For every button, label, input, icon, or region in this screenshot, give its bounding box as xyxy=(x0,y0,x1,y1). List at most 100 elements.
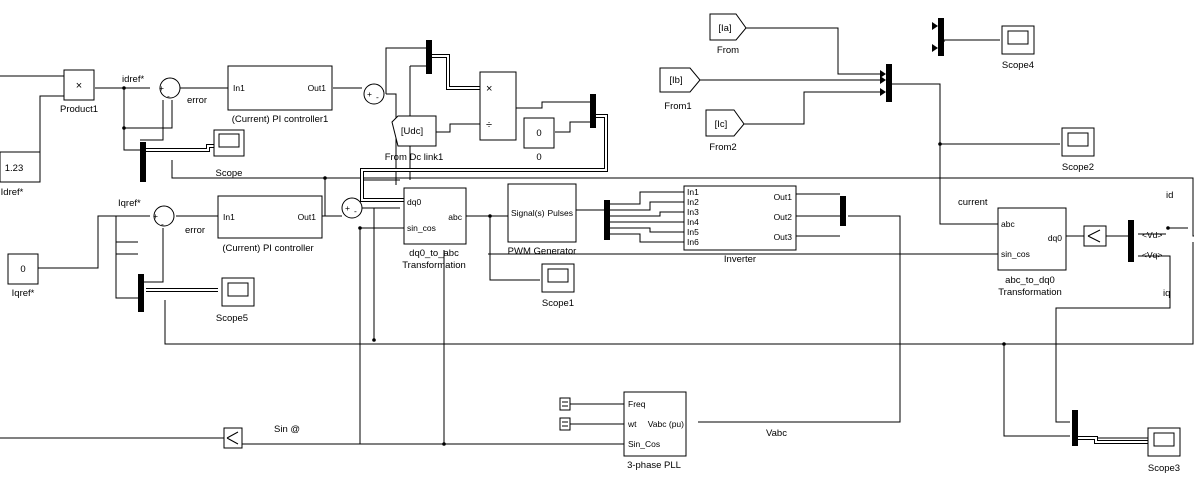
terminator-freq[interactable] xyxy=(559,397,571,411)
scope2-screen-icon xyxy=(1067,132,1089,147)
mux-scope3[interactable] xyxy=(1072,410,1078,446)
from-ia-label: From xyxy=(717,45,739,56)
sum-d-minus: - xyxy=(167,91,170,101)
sum-top-minus: - xyxy=(376,92,379,102)
product-symbol: × xyxy=(76,80,82,92)
pwm-out-port: Pulses xyxy=(547,208,573,218)
mux-scope5[interactable] xyxy=(138,274,144,312)
scope5-block[interactable]: Scope5 xyxy=(216,277,255,324)
selector-icon xyxy=(226,431,239,445)
from-ic-block[interactable]: [Ic] From2 xyxy=(705,109,745,153)
demux-pwm[interactable] xyxy=(604,200,610,240)
sum-block-dq[interactable]: + - xyxy=(341,197,363,219)
from-ib-block[interactable]: [Ib] From1 xyxy=(659,67,701,112)
product1-block[interactable]: × Product1 xyxy=(60,69,98,115)
scope4-input-arrows xyxy=(932,22,938,52)
scope4-block[interactable]: Scope4 xyxy=(1001,25,1035,71)
bus-selector-out1: <Vd> xyxy=(1142,230,1162,240)
pi1-out-port: Out1 xyxy=(308,83,327,93)
pwm-generator-block[interactable]: Signal(s) Pulses PWM Generator xyxy=(507,183,577,257)
sum-top-plus: + xyxy=(367,89,372,99)
mux-currents[interactable] xyxy=(886,64,892,102)
from-ib-label: From1 xyxy=(664,101,691,112)
abcdq0-label2: Transformation xyxy=(998,287,1062,298)
pll-out3: Sin_Cos xyxy=(628,439,660,449)
iq-signal-label: iq xyxy=(1163,288,1170,299)
pwm-to-inverter-wires xyxy=(610,191,684,243)
dq0abc-out: abc xyxy=(448,212,462,222)
sin-theta-label: Sin @ xyxy=(274,424,300,435)
mux-scope4[interactable] xyxy=(938,18,944,56)
idref-constant-label: Idref* xyxy=(1,187,24,198)
scope1-block[interactable]: Scope1 xyxy=(541,263,575,309)
mux-scope[interactable] xyxy=(140,142,146,182)
sum-q-plus: + xyxy=(153,211,158,221)
sum-q-minus: - xyxy=(161,219,164,229)
abcdq0-label1: abc_to_dq0 xyxy=(1005,275,1055,286)
abcdq0-in1: abc xyxy=(1001,219,1015,229)
vabc-signal-label: Vabc xyxy=(766,428,787,439)
divide-block[interactable]: × ÷ xyxy=(479,71,517,141)
error-bottom-label: error xyxy=(185,225,205,236)
pi1-in-port: In1 xyxy=(233,83,245,93)
idref-constant-block[interactable]: 1.23 Idref* xyxy=(0,151,41,198)
inverter-in3: In3 xyxy=(687,207,699,217)
pi1-label: (Current) PI controller1 xyxy=(232,114,329,125)
selector-icon xyxy=(1087,229,1101,243)
pi-controller-block[interactable]: In1 Out1 (Current) PI controller xyxy=(217,195,323,254)
bus-selector[interactable] xyxy=(1128,220,1134,262)
sum-dq-plus: + xyxy=(345,203,350,213)
dq0-to-abc-block[interactable]: dq0 sin_cos abc dq0_to_abc Transformatio… xyxy=(402,187,467,271)
scope1-screen-icon xyxy=(547,268,569,283)
scope3-screen-icon xyxy=(1153,432,1175,447)
scope3-label: Scope3 xyxy=(1148,463,1180,474)
signal-selector-block[interactable] xyxy=(1083,225,1107,247)
abcdq0-out: dq0 xyxy=(1048,233,1062,243)
iqref-signal-label: Iqref* xyxy=(118,198,141,209)
scope-block[interactable]: Scope xyxy=(213,129,245,179)
scope5-screen-icon xyxy=(227,282,249,297)
mux-top[interactable] xyxy=(426,40,432,74)
current-mux-arrows xyxy=(880,70,886,96)
terminator-icon xyxy=(562,401,568,407)
idref-constant-value: 1.23 xyxy=(5,163,24,174)
scope2-block[interactable]: Scope2 xyxy=(1061,127,1095,173)
pi-controller1-block[interactable]: In1 Out1 (Current) PI controller1 xyxy=(227,65,333,125)
bus-lines xyxy=(146,54,1150,444)
inverter-in6: In6 xyxy=(687,237,699,247)
pi-label: (Current) PI controller xyxy=(222,243,313,254)
sum-block-q[interactable]: + - xyxy=(153,205,175,229)
idref-signal-label: idref* xyxy=(122,74,144,85)
abcdq0-in2: sin_cos xyxy=(1001,249,1030,259)
pwm-label: PWM Generator xyxy=(508,246,577,257)
scope1-label: Scope1 xyxy=(542,298,574,309)
inverter-in4: In4 xyxy=(687,217,699,227)
pll-out1: Freq xyxy=(628,399,646,409)
abc-to-dq0-block[interactable]: abc sin_cos dq0 abc_to_dq0 Transformatio… xyxy=(997,207,1067,298)
current-signal-label: current xyxy=(958,197,988,208)
zero-constant-mid-block[interactable]: 0 0 xyxy=(523,117,555,163)
sum-block-top[interactable]: + - xyxy=(363,83,385,105)
terminator-icon xyxy=(562,421,568,427)
from-dc-link1-block[interactable]: [Udc] From Dc link1 xyxy=(385,115,444,163)
scope3-block[interactable]: Scope3 xyxy=(1147,427,1181,474)
scope4-label: Scope4 xyxy=(1002,60,1034,71)
sin-selector-block[interactable] xyxy=(223,427,243,449)
inverter-label: Inverter xyxy=(724,254,756,265)
product1-label: Product1 xyxy=(60,104,98,115)
from-ia-block[interactable]: [Ia] From xyxy=(709,13,747,56)
three-phase-pll-block[interactable]: Freq wt Vabc (pu) Sin_Cos 3-phase PLL xyxy=(623,391,687,471)
inverter-block[interactable]: In1 In2 In3 In4 In5 In6 Out1 Out2 Out3 I… xyxy=(683,185,797,265)
inverter-out2: Out2 xyxy=(774,212,793,222)
scope5-label: Scope5 xyxy=(216,313,248,324)
terminator-wt[interactable] xyxy=(559,417,571,431)
sum-block-d[interactable]: + - xyxy=(159,77,181,101)
dq0abc-in2: sin_cos xyxy=(407,223,436,233)
scope-label: Scope xyxy=(216,168,243,179)
error-top-label: error xyxy=(187,95,207,106)
mux-mid[interactable] xyxy=(590,94,596,128)
mux-inverter-out[interactable] xyxy=(840,196,846,226)
id-signal-label: id xyxy=(1166,190,1173,201)
iqref-constant-block[interactable]: 0 Iqref* xyxy=(7,253,39,299)
scope4-screen-icon xyxy=(1007,30,1029,45)
